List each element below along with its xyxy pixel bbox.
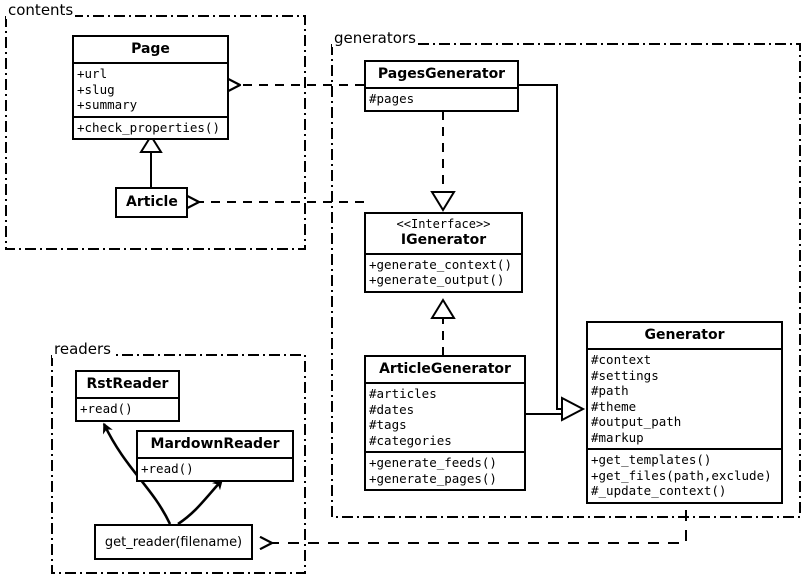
package-label-contents: contents bbox=[6, 1, 76, 19]
package-label-readers: readers bbox=[52, 340, 113, 358]
class-attributes-generator: #context #settings #path #theme #output_… bbox=[588, 348, 781, 448]
attribute-item: #pages bbox=[369, 91, 415, 107]
method-item: +generate_feeds() bbox=[369, 455, 497, 471]
method-item: +check_properties() bbox=[77, 119, 220, 135]
method-item: +get_templates() bbox=[591, 452, 712, 468]
attribute-item: #articles bbox=[369, 386, 437, 402]
relation-pagesgenerator-realizes-igenerator bbox=[430, 111, 456, 212]
attribute-item: +summary bbox=[77, 97, 138, 113]
class-methods-page: +check_properties() bbox=[74, 115, 227, 139]
function-node-get-reader[interactable]: get_reader(filename) bbox=[94, 524, 253, 560]
attribute-item: #context bbox=[591, 352, 652, 368]
class-methods-rst-reader: +read() bbox=[77, 397, 178, 420]
attribute-item: +slug bbox=[77, 81, 115, 97]
relation-generator-uses-get-reader bbox=[272, 510, 687, 543]
relation-pagesgenerator-inherits-generator bbox=[519, 84, 586, 422]
attribute-item: #theme bbox=[591, 398, 637, 414]
class-name-article: Article bbox=[126, 194, 178, 210]
class-methods-article-generator: +generate_feeds() +generate_pages() bbox=[366, 451, 524, 489]
method-item: +generate_output() bbox=[369, 272, 505, 288]
method-item: +read() bbox=[141, 461, 194, 477]
method-item: +get_files(path,exclude) bbox=[591, 467, 772, 483]
class-name-page: Page bbox=[131, 41, 170, 57]
class-methods-generator: +get_templates() +get_files(path,exclude… bbox=[588, 448, 781, 502]
class-box-pages-generator[interactable]: PagesGenerator #pages bbox=[364, 60, 519, 112]
class-box-generator[interactable]: Generator #context #settings #path #them… bbox=[586, 321, 783, 504]
class-name-generator: Generator bbox=[644, 327, 725, 343]
class-name-igenerator: <<Interface>> IGenerator bbox=[366, 214, 521, 253]
attribute-item: #dates bbox=[369, 401, 415, 417]
attribute-item: #tags bbox=[369, 417, 407, 433]
class-name-text: IGenerator bbox=[400, 231, 487, 248]
class-box-mardown-reader[interactable]: MardownReader +read() bbox=[136, 430, 294, 482]
attribute-item: +url bbox=[77, 66, 108, 82]
class-name-mardown-reader: MardownReader bbox=[150, 436, 280, 452]
attribute-item: #output_path bbox=[591, 414, 682, 430]
class-methods-mardown-reader: +read() bbox=[138, 457, 292, 480]
attribute-item: #settings bbox=[591, 367, 659, 383]
class-attributes-page: +url +slug +summary bbox=[74, 62, 227, 116]
method-item: +read() bbox=[80, 401, 133, 417]
class-methods-igenerator: +generate_context() +generate_output() bbox=[366, 252, 521, 291]
class-name-rst-reader: RstReader bbox=[86, 376, 169, 392]
class-attributes-article-generator: #articles #dates #tags #categories bbox=[366, 382, 524, 451]
package-label-generators: generators bbox=[332, 29, 418, 47]
class-box-article-generator[interactable]: ArticleGenerator #articles #dates #tags … bbox=[364, 355, 526, 492]
class-stereotype-igenerator: <<Interface>> bbox=[396, 217, 491, 231]
class-box-page[interactable]: Page +url +slug +summary +check_properti… bbox=[72, 35, 229, 141]
class-name-pages-generator: PagesGenerator bbox=[377, 66, 506, 82]
class-box-article[interactable]: Article bbox=[115, 187, 188, 219]
attribute-item: #path bbox=[591, 383, 629, 399]
attribute-item: #markup bbox=[591, 429, 644, 445]
method-item: +generate_context() bbox=[369, 256, 512, 272]
class-attributes-pages-generator: #pages bbox=[366, 87, 517, 110]
relation-articlegenerator-realizes-igenerator bbox=[430, 298, 456, 356]
class-box-igenerator[interactable]: <<Interface>> IGenerator +generate_conte… bbox=[364, 212, 523, 293]
class-box-rst-reader[interactable]: RstReader +read() bbox=[75, 370, 180, 422]
relation-article-inherits-page bbox=[139, 134, 163, 187]
attribute-item: #categories bbox=[369, 432, 452, 448]
function-node-label: get_reader(filename) bbox=[104, 534, 243, 550]
class-name-article-generator: ArticleGenerator bbox=[379, 361, 511, 377]
method-item: +generate_pages() bbox=[369, 470, 497, 486]
method-item: #_update_context() bbox=[591, 483, 727, 499]
relation-get-reader-returns-mardownreader bbox=[177, 478, 224, 526]
